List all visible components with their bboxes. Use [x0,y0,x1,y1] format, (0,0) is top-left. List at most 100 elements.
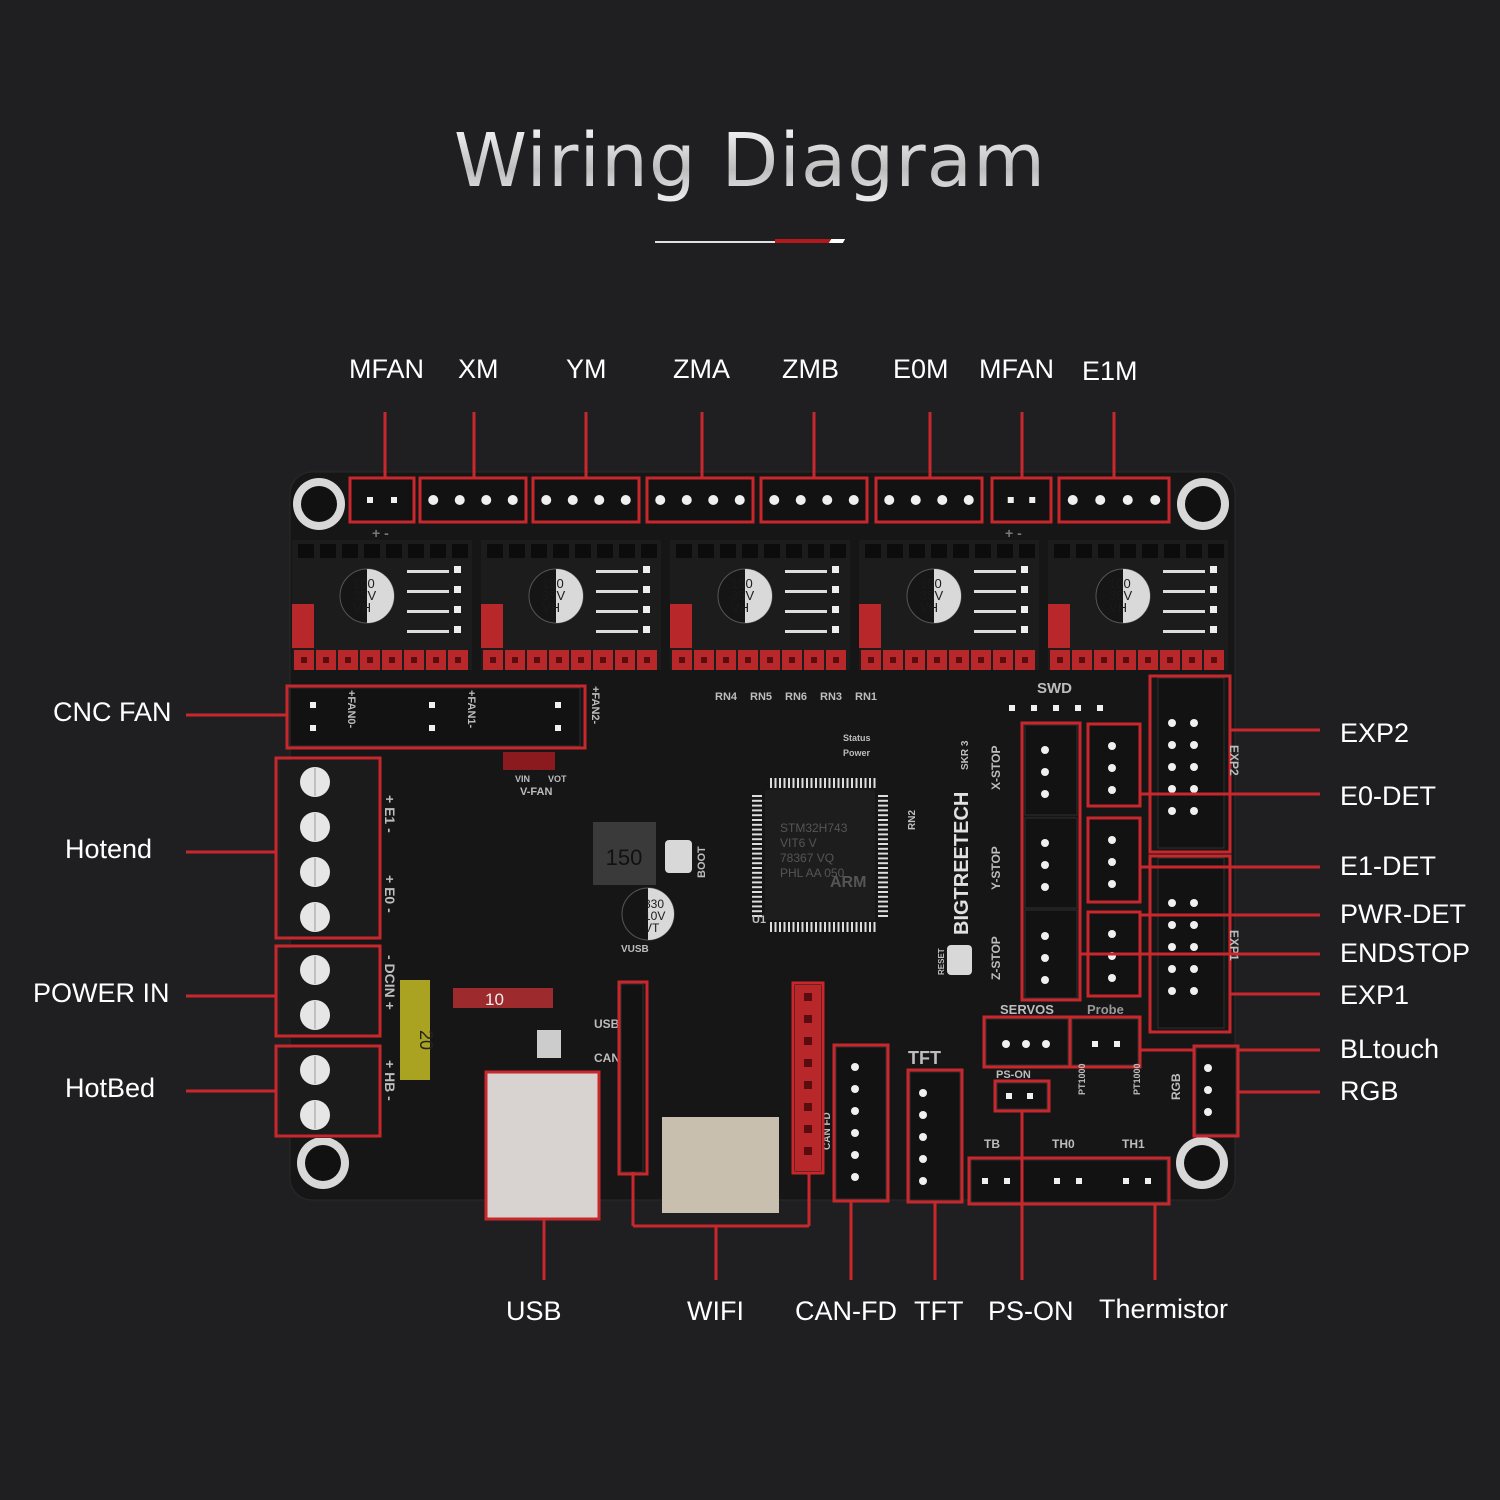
top-connector [991,477,1052,523]
red-header-hole [804,1081,812,1089]
header-pin-black [1019,544,1035,558]
header-pin-hole [868,657,874,663]
mcu-pin [860,778,862,788]
mounting-hole [1184,1145,1220,1181]
endstop-pin [1041,768,1049,776]
header-pin-hole [301,657,307,663]
fan1-silk: +FAN1- [465,690,477,729]
mcu-pin [752,847,762,850]
driver-pin [832,566,839,573]
mcu-pin [869,778,871,788]
driver-jumper [596,630,638,633]
exp-pin [1168,741,1176,749]
endstop-pin [1041,839,1049,847]
header-pin-black [1208,544,1224,558]
mcu-pin [878,828,888,831]
header-pin-hole [534,657,540,663]
fan-pin [555,725,561,731]
mcu-pin [752,843,762,845]
header-pin-black [720,544,736,558]
fan-pin [310,702,316,708]
callout-box [832,1043,890,1203]
connector-pin [1122,495,1133,505]
driver-pin [454,586,461,593]
label-e0-det: E0-DET [1340,781,1437,811]
mcu-pin [752,852,762,855]
driver-jumper [407,570,449,573]
header-pin-black [909,544,925,558]
header-pin-black [786,544,802,558]
connector-pin [367,497,373,503]
swd-pin [1031,705,1037,711]
mcu-pin [752,895,762,898]
mcu-pin [878,795,888,797]
mcu-pin [752,804,762,807]
mcu-pin [752,867,762,869]
v-fan-jumper [503,752,555,770]
det-pin [1108,764,1116,772]
header-pin-hole [433,657,439,663]
driver-jumper [1163,630,1205,633]
rgb-pin [1204,1086,1212,1094]
callout-box [285,684,587,750]
red-header-hole [804,1147,812,1155]
fan0-silk: +FAN0- [345,690,357,729]
header-pin-black [597,544,613,558]
header-pin-hole [679,657,685,663]
endstop-pin [1041,861,1049,869]
tft-pin [919,1155,927,1163]
thermistor-pin [1004,1178,1010,1184]
endstop-pin [1041,932,1049,940]
mcu-pin [752,799,762,802]
connector-pin [1029,497,1036,503]
mcu-pin [873,778,876,788]
ps-on-pin [1006,1093,1012,1099]
header-pin-black [997,544,1013,558]
thermistor-pin [1123,1178,1129,1184]
driver-jumper [596,610,638,613]
mcu-pin [824,922,826,932]
power-led-silk: Power [843,748,871,758]
th0-silk: TH0 [1052,1137,1075,1151]
capacitor-330-label: 330 [644,897,664,911]
exp-pin [1190,921,1198,929]
red-header-hole [804,1015,812,1023]
driver-pin [1021,626,1028,633]
servo-pin [1042,1040,1050,1048]
arm-logo: ARM [830,874,866,891]
driver-jumper [974,590,1016,593]
label-e1-det: E1-DET [1340,851,1437,881]
fan-polarity-silk: + - [372,525,389,541]
mcu-pin [837,922,840,932]
mcu-pin [752,838,762,841]
mcu-pin [792,922,795,932]
capacitor-band [934,569,961,623]
callout-box [1148,674,1232,854]
capacitor-band [556,569,583,623]
swd-silk: SWD [1037,680,1072,697]
header-pin-black [1142,544,1158,558]
connector-pin [848,495,859,505]
mcu-chip [765,790,875,920]
boot-silk: BOOT [696,846,708,878]
connector-pin [1095,495,1106,505]
mcu-pin [806,922,808,932]
callout-box [1068,1015,1142,1069]
header-pin-black [364,544,380,558]
header-pin-black [931,544,947,558]
endstop-pin [1041,954,1049,962]
label-pwr-det: PWR-DET [1340,899,1466,929]
mcu-pin [878,804,888,807]
connector-pin [963,495,974,505]
fan-pin [429,725,435,731]
driver-jumper [974,630,1016,633]
swd-pin [1053,705,1059,711]
exp-pin [1168,807,1176,815]
mcu-pin [864,922,867,932]
driver-jumper [1163,570,1205,573]
header-pin-black [1120,544,1136,558]
can-fd-red-header [795,985,821,1171]
capacitor-330-band [648,888,674,940]
driver-pin [1021,606,1028,613]
rn2-silk: RN2 [907,810,918,830]
